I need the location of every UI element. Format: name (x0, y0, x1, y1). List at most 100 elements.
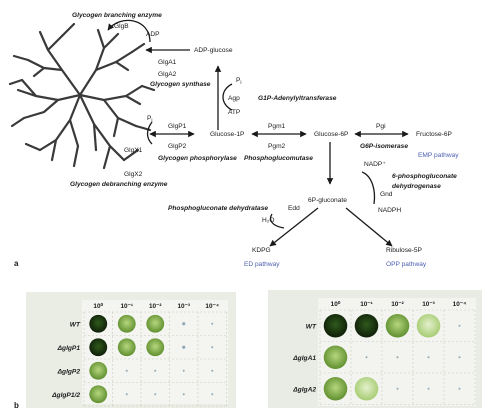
right-empty-spot (396, 387, 399, 390)
enzyme-phosphorylase: Glycogen phosphorylase (158, 155, 237, 162)
node-nadp-plus: NADP⁺ (364, 161, 386, 168)
pathway-arrows (107, 19, 409, 247)
node-pi-top: Pi (236, 77, 242, 86)
right-row-label: ΔglgA1 (292, 355, 316, 362)
node-agp: Agp (228, 95, 240, 102)
left-empty-spot (154, 393, 157, 396)
left-row-label: ΔglgP2 (57, 368, 81, 375)
enzyme-phosphoglucomutase: Phosphoglucomutase (244, 155, 313, 162)
node-atp: ATP (228, 109, 241, 116)
left-empty-spot (211, 322, 214, 325)
node-glucose-6p: Glucose-6P (314, 131, 349, 138)
arrow-6pgluc-to-ribulose (345, 207, 393, 247)
left-row-label: ΔglgP1/2 (51, 392, 80, 399)
gene-gnd: Gnd (380, 191, 393, 198)
pathway-emp: EMP pathway (418, 152, 459, 159)
right-dilution-header: 10⁻³ (422, 301, 435, 308)
pathway-opp: OPP pathway (386, 261, 427, 268)
right-empty-spot (365, 356, 368, 359)
left-colony-spot (89, 361, 108, 380)
right-empty-spot (427, 387, 430, 390)
enzyme-pg-dehydrogenase-1: 6-phosphogluconate (392, 173, 457, 180)
arrow-h2o (269, 213, 285, 229)
gene-glgx1: GlgX1 (124, 147, 143, 154)
node-nadph: NADPH (378, 207, 401, 214)
arrow-pi-curve (146, 121, 153, 145)
left-colony-spot (117, 338, 136, 357)
left-empty-spot (182, 322, 186, 326)
gene-pgi: Pgi (376, 123, 386, 130)
right-empty-spot (396, 356, 399, 359)
gene-glgx2: GlgX2 (124, 171, 143, 178)
right-colony-spot (323, 376, 348, 401)
right-dilution-header: 10⁻² (391, 301, 404, 308)
right-colony-spot (416, 313, 441, 338)
pathway-ed: ED pathway (244, 261, 280, 268)
enzyme-branching: Glycogen branching enzyme (72, 12, 162, 19)
gene-glga1: GlgA1 (158, 59, 177, 66)
left-dilution-header: 10⁻³ (177, 303, 190, 310)
glycogen-molecule-icon (8, 22, 156, 170)
arrow-atp-branch (222, 83, 233, 111)
right-plate-spots (323, 313, 461, 401)
left-plate-dilution-headers: 10⁰ 10⁻¹ 10⁻² 10⁻³ 10⁻⁴ (93, 303, 219, 310)
arrow-nadp (361, 171, 376, 205)
gene-pgm1: Pgm1 (268, 123, 286, 130)
left-empty-spot (211, 369, 214, 372)
gene-pgm2: Pgm2 (268, 143, 286, 150)
left-empty-spot (182, 369, 185, 372)
gene-glga2: GlgA2 (158, 71, 177, 78)
left-row-label: ΔglgP1 (57, 345, 81, 352)
right-colony-spot (323, 313, 348, 338)
node-glucose-1p: Glucose-1P (210, 131, 245, 138)
left-empty-spot (125, 369, 128, 372)
left-dilution-header: 10⁻¹ (120, 303, 133, 310)
left-empty-spot (182, 345, 186, 349)
right-colony-spot (385, 313, 410, 338)
left-empty-spot (125, 393, 128, 396)
left-empty-spot (154, 369, 157, 372)
right-empty-spot (458, 324, 461, 327)
node-6p-gluconate: 6P-gluconate (308, 197, 347, 204)
left-empty-spot (182, 393, 185, 396)
gene-glgp2: GlgP2 (168, 143, 187, 150)
left-colony-spot (146, 314, 165, 333)
panel-label-b: b (14, 401, 19, 410)
enzyme-synthase: Glycogen synthase (150, 81, 211, 88)
panel-a: Glycogen branching enzyme GlgB ADP ADP-g… (8, 12, 459, 268)
left-row-label: WT (70, 321, 81, 328)
left-empty-spot (211, 346, 214, 349)
right-colony-spot (354, 313, 379, 338)
left-plate-spots (89, 314, 214, 404)
enzyme-g1p-adenylyltransferase: G1P-Adenylyltransferase (258, 95, 337, 102)
node-adp: ADP (146, 31, 160, 38)
node-fructose-6p: Fructose-6P (416, 131, 453, 138)
enzyme-pg-dehydrogenase-2: dehydrogenase (392, 183, 441, 190)
gene-glgp1: GlgP1 (168, 123, 187, 130)
right-row-label: ΔglgA2 (292, 386, 316, 393)
left-dilution-header: 10⁰ (93, 303, 103, 310)
node-h2o: H₂O (262, 217, 274, 224)
right-empty-spot (458, 387, 461, 390)
node-adp-glucose: ADP-glucose (194, 47, 233, 54)
node-ribulose-5p: Ribulose-5P (386, 247, 423, 254)
arrow-glgb-loop (107, 19, 151, 43)
right-dilution-header: 10⁻¹ (360, 301, 373, 308)
panel-label-a: a (14, 259, 19, 268)
right-colony-spot (323, 345, 348, 370)
gene-glgb: GlgB (114, 23, 129, 30)
left-dilution-header: 10⁻² (149, 303, 162, 310)
left-dilution-header: 10⁻⁴ (205, 303, 219, 310)
arrow-6pgluc-to-kdpg (269, 207, 319, 247)
gene-edd: Edd (288, 205, 300, 212)
right-empty-spot (458, 356, 461, 359)
enzyme-pg-dehydratase: Phosphogluconate dehydratase (168, 205, 268, 212)
left-colony-spot (146, 338, 165, 357)
node-pi-left: Pi (147, 115, 153, 124)
right-dilution-header: 10⁻⁴ (453, 301, 467, 308)
node-kdpg: KDPG (252, 247, 271, 254)
